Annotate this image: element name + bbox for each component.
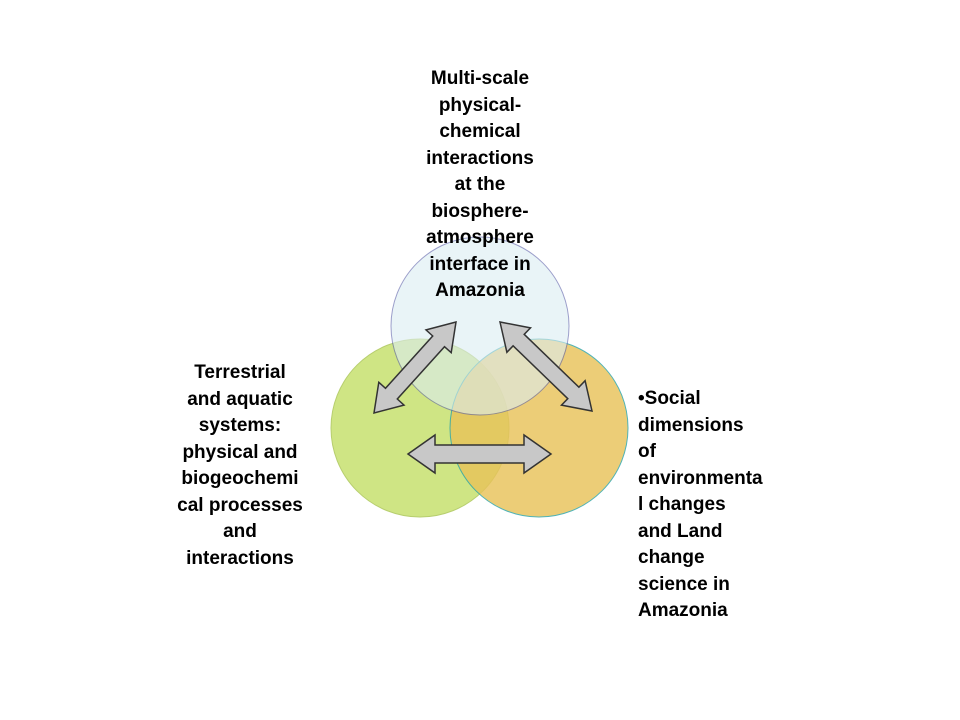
label-left-line: Terrestrial (194, 362, 286, 383)
label-left-line: biogeochemi (181, 468, 299, 489)
label-top-line: physical- (438, 94, 522, 116)
label-right-line: and Land (638, 520, 723, 542)
label-top-line: Multi-scale (430, 68, 530, 89)
label-right-line: dimensions (638, 414, 744, 436)
arrow-top-left-double (373, 320, 457, 415)
label-right-line: science in (638, 573, 730, 595)
label-top-line: biosphere- (431, 200, 529, 222)
label-left-line: and aquatic (187, 388, 293, 410)
label-top-line: at the (454, 174, 506, 195)
label-right-line: of (638, 441, 656, 462)
label-terrestrial-aquatic: Terrestrial and aquatic systems: physica… (140, 360, 340, 572)
label-top-line: interactions (426, 147, 534, 169)
label-left-line: and (223, 521, 257, 542)
label-right-line: l changes (638, 494, 726, 515)
arrow-bottom-double (406, 433, 553, 475)
circle-biosphere-atmosphere (390, 236, 570, 416)
arrow-top-right-double (499, 321, 593, 412)
label-top-line: interface in (429, 253, 531, 275)
label-left-line: physical and (182, 441, 298, 463)
label-left-line: cal processes (177, 494, 303, 516)
label-social-land-change: •Social dimensions of environmenta l cha… (638, 386, 818, 625)
label-left-line: interactions (186, 547, 294, 569)
label-top-line: atmosphere (426, 227, 534, 248)
label-left-line: systems: (198, 415, 282, 436)
label-right-line: change (638, 547, 705, 568)
label-right-line: environmenta (638, 467, 763, 489)
label-top-line: chemical (439, 121, 521, 142)
label-biosphere-atmosphere: Multi-scale physical- chemical interacti… (380, 66, 580, 305)
label-right-line: Amazonia (638, 600, 728, 621)
label-right-line: •Social (638, 388, 701, 409)
label-top-line: Amazonia (435, 280, 525, 301)
